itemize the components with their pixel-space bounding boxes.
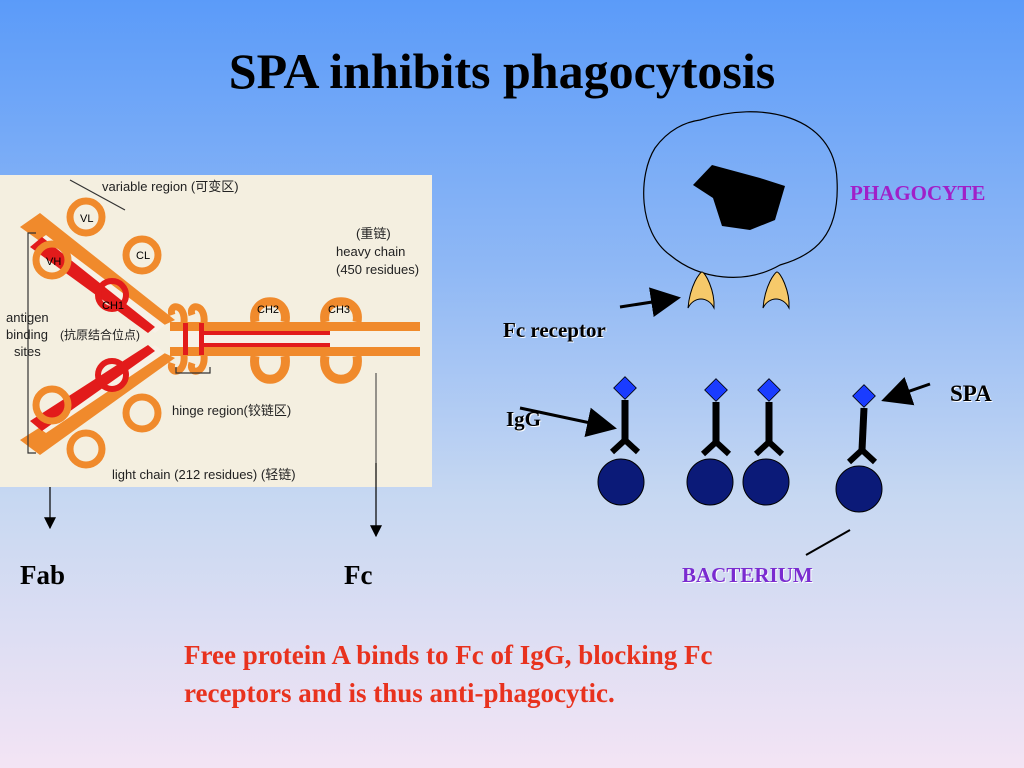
fc-receptor-arrow [619, 287, 681, 317]
fc-receptor-label: Fc receptor [503, 318, 606, 342]
variable-region-label: variable region (可变区) [102, 179, 239, 194]
bacterium-unit-2 [686, 378, 734, 506]
phagocyte-cell [643, 111, 838, 278]
fc-heavy-chains [170, 297, 420, 384]
heavy-chain-label: heavy chain [336, 244, 405, 259]
bacterium [686, 458, 734, 506]
ch1-label: CH1 [102, 300, 124, 312]
lower-fab-arm [20, 345, 175, 469]
ch2-label: CH2 [257, 304, 279, 316]
cl-label: CL [136, 250, 150, 262]
phagocyte-label: PHAGOCYTE [850, 181, 986, 205]
spa-marker [613, 376, 637, 400]
spa-marker [852, 384, 876, 408]
antigen-label-1: antigen [6, 310, 49, 325]
fc-receptor-right [762, 271, 790, 310]
bacterium-label: BACTERIUM [682, 563, 813, 587]
bacterium [597, 458, 645, 506]
antigen-label-cn: (抗原结合位点) [60, 327, 140, 342]
vh-label: VH [46, 256, 61, 268]
hinge-region-label: hinge region(铰链区) [172, 403, 291, 418]
spa-marker [704, 378, 728, 402]
igg-arrow [519, 406, 617, 438]
igg-label: IgG [506, 407, 542, 431]
caption-line-1: Free protein A binds to Fc of IgG, block… [184, 640, 713, 670]
fc-label: Fc [344, 560, 373, 590]
antibody-diagram: VL VH CL CH1 CH2 CH3 variable region (可变… [6, 179, 420, 482]
caption-line-2: receptors and is thus anti-phagocytic. [184, 678, 615, 708]
light-chain-label: light chain (212 residues) (轻链) [112, 467, 296, 482]
bacterium-unit-1 [597, 376, 645, 506]
phagocyte-nucleus [693, 165, 785, 230]
caption: Free protein A binds to Fc of IgG, block… [184, 636, 884, 712]
bacterium-unit-4 [835, 384, 883, 513]
fc-receptor-left [687, 271, 715, 310]
bacterium-unit-3 [742, 378, 790, 506]
igg-stem [858, 407, 868, 451]
bacterium [835, 465, 883, 513]
slide-title: SPA inhibits phagocytosis [228, 43, 776, 99]
heavy-chain-residues-label: (450 residues) [336, 262, 419, 277]
bacterium-arrow [805, 529, 851, 556]
bacterium [742, 458, 790, 506]
heavy-chain-cn-label: (重链) [356, 226, 391, 241]
spa-label: SPA [950, 381, 992, 406]
ch3-label: CH3 [328, 304, 350, 316]
antigen-label-3: sites [14, 344, 41, 359]
antibody-structure-figure: VL VH CL CH1 CH2 CH3 variable region (可变… [0, 175, 432, 487]
upper-fab-arm [20, 197, 175, 333]
spa-marker [757, 378, 781, 402]
vl-label: VL [80, 213, 93, 225]
fab-label: Fab [20, 560, 66, 590]
antigen-label-2: binding [6, 327, 48, 342]
hinge [167, 303, 208, 375]
spa-arrow [881, 376, 931, 406]
